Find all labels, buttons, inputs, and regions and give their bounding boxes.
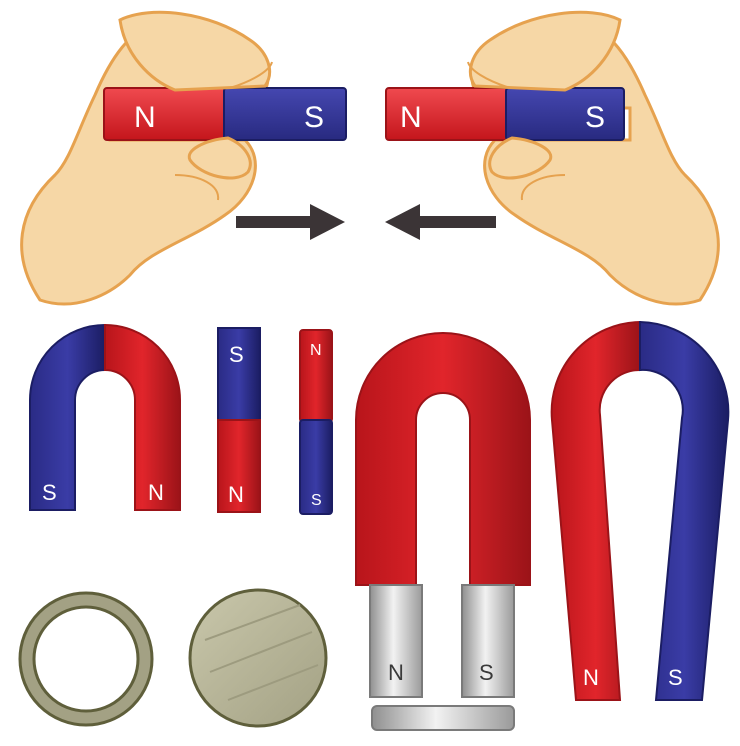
left-hand-fingers-icon <box>118 10 273 180</box>
u-magnet-n-label: N <box>388 660 404 685</box>
cylinder-s-label: S <box>311 492 322 509</box>
long-horseshoe-n-label: N <box>583 665 599 690</box>
cylinder-magnet: N S <box>299 329 333 515</box>
disc-magnet-icon <box>188 588 328 728</box>
vertical-bar-magnet: S N <box>217 327 261 513</box>
u-magnet: N S <box>355 332 531 698</box>
keeper-bar-icon <box>371 705 515 731</box>
small-horseshoe-n-label: N <box>148 480 164 505</box>
right-bar-s-label: S <box>585 101 605 134</box>
small-horseshoe-s-label: S <box>42 480 57 505</box>
cylinder-n-label: N <box>310 342 322 359</box>
left-bar-magnet: N S <box>103 87 347 141</box>
right-hand-fingers-icon <box>467 10 622 180</box>
long-horseshoe-s-label: S <box>668 665 683 690</box>
right-bar-magnet: N S <box>385 87 625 141</box>
right-arrow-icon <box>236 204 345 240</box>
vertical-bar-n-label: N <box>228 482 244 507</box>
left-bar-n-label: N <box>134 101 156 134</box>
ring-magnet-icon <box>18 591 154 727</box>
long-horseshoe-magnet: N S <box>550 320 730 701</box>
left-bar-s-label: S <box>304 101 324 134</box>
right-bar-n-label: N <box>400 101 422 134</box>
small-horseshoe-magnet: S N <box>29 323 181 511</box>
u-magnet-s-label: S <box>479 660 494 685</box>
left-arrow-icon <box>385 204 496 240</box>
vertical-bar-s-label: S <box>229 342 244 367</box>
